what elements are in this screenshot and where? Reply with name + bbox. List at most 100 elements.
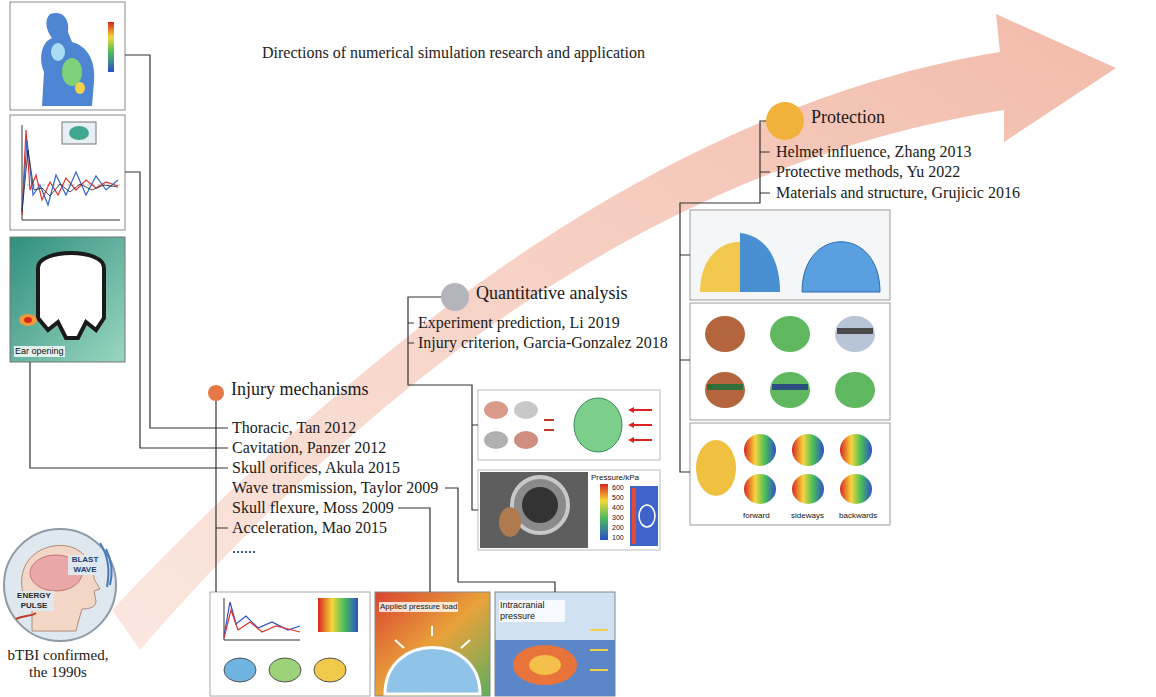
- brain-core: [529, 655, 561, 675]
- figure-label: Ear opening: [14, 346, 65, 357]
- scale-value: 500: [611, 493, 625, 502]
- pressure-head: [840, 474, 872, 504]
- reference-item: Materials and structure, Grujicic 2016: [776, 183, 1020, 203]
- reference-item: Protective methods, Yu 2022: [776, 162, 960, 182]
- pressure-hotspot: [24, 317, 32, 323]
- strain-zone: [62, 58, 82, 86]
- pressure-head: [744, 474, 776, 504]
- brain-model: [269, 658, 301, 682]
- bracket-tick: [680, 152, 770, 360]
- shock-tube-panel: [478, 470, 660, 550]
- contour-map: [318, 598, 358, 632]
- head-model: [574, 398, 622, 452]
- pressure-curve: [22, 150, 118, 212]
- brain-view: [484, 401, 508, 419]
- brain-view: [514, 401, 538, 419]
- goggle-band: [837, 328, 873, 334]
- reference-item: Helmet influence, Zhang 2013: [776, 142, 972, 162]
- phase-dot: [208, 385, 224, 401]
- head-variant: [770, 316, 810, 352]
- phase-node: Injury mechanisms: [208, 385, 368, 401]
- plot-axes: [224, 598, 300, 640]
- reference-item: Wave transmission, Taylor 2009: [232, 478, 438, 498]
- bracket-tick: [216, 428, 228, 528]
- reference-item: Thoracic, Tan 2012: [232, 418, 356, 438]
- reference-item: Skull orifices, Akula 2015: [232, 458, 400, 478]
- pressure-head: [792, 434, 824, 466]
- scale-value: 300: [611, 513, 625, 522]
- reference-item: Injury criterion, Garcia-Gonzalez 2018: [418, 333, 668, 353]
- head-model: [696, 440, 736, 496]
- pressure-hotspot: [19, 314, 37, 326]
- torso-model: [41, 13, 94, 106]
- circle-ground: [4, 529, 116, 641]
- brain-model: [314, 658, 346, 682]
- head-variant: [705, 316, 745, 352]
- leader-line: [125, 55, 216, 428]
- figure-label: Pressure/kPa: [590, 473, 640, 483]
- acceleration-panel: [210, 592, 370, 696]
- inset-frame: [62, 122, 96, 144]
- helmet-shell: [802, 242, 880, 292]
- pressure-field: [630, 486, 658, 546]
- brain-composite-panel: [478, 390, 660, 460]
- phase-heading: Injury mechanisms: [231, 378, 368, 400]
- head-variant: [835, 372, 875, 408]
- pressure-head: [840, 434, 872, 466]
- skull-orifice-panel: [10, 237, 125, 362]
- combine-symbol: [544, 420, 554, 430]
- leader-line: [125, 172, 216, 448]
- tube-bore: [522, 487, 558, 523]
- load-arrows: [395, 626, 470, 648]
- head-variant: [705, 372, 745, 408]
- scale-value: 200: [611, 523, 625, 532]
- head-outline: [639, 505, 655, 527]
- node-caption: bTBI confirmed, the 1990s: [0, 647, 118, 681]
- circle-outline: [2, 527, 118, 643]
- blast-arrowheads: [628, 407, 634, 443]
- acceleration-curve: [224, 610, 300, 638]
- reference-item: Cavitation, Panzer 2012: [232, 438, 386, 458]
- scale-value: 600: [611, 483, 625, 492]
- brain-section: [513, 645, 577, 685]
- leader-line: [30, 362, 216, 468]
- skull-flexure-panel: [375, 592, 490, 696]
- shock-tube-photo: [480, 472, 588, 548]
- strain-zone: [51, 43, 65, 61]
- phase-dot: [441, 283, 469, 311]
- diagram-title: Directions of numerical simulation resea…: [262, 44, 645, 62]
- color-bar: [600, 484, 608, 540]
- figure-label: sideways: [790, 511, 825, 521]
- figure-label: forward: [742, 511, 771, 521]
- phase-heading: Quantitative analysis: [476, 282, 627, 304]
- brain-view: [514, 431, 538, 449]
- energy-pulse-line: [16, 613, 36, 619]
- phase-node: Quantitative analysis: [441, 283, 627, 311]
- arrow-band: [112, 14, 1116, 650]
- phase-dot: [766, 102, 804, 140]
- skull-arc: [385, 648, 480, 695]
- intracranial-panel: [495, 592, 615, 696]
- scale-value: 100: [611, 533, 625, 542]
- goggle-band: [707, 384, 743, 390]
- reference-item: Experiment prediction, Li 2019: [418, 313, 620, 333]
- strain-zone: [75, 82, 85, 94]
- scale-value: 400: [611, 503, 625, 512]
- illustration-label: ENERGY PULSE: [14, 591, 54, 611]
- reference-item: Acceleration, Mao 2015: [232, 518, 387, 538]
- pressure-curve: [22, 140, 118, 210]
- leader-line: [398, 508, 430, 592]
- goggle-band: [772, 384, 808, 390]
- wave-arrows: [590, 630, 608, 670]
- head-variant: [770, 372, 810, 408]
- pressure-head: [744, 434, 776, 466]
- head-pressure-panel: [690, 423, 890, 525]
- surrogate-head: [499, 507, 521, 537]
- inset-brain: [69, 126, 89, 140]
- figure-label: Applied pressure load: [379, 602, 458, 612]
- reference-item: Skull flexure, Moss 2009: [232, 498, 394, 518]
- figure-label: Intracranial pressure: [499, 600, 565, 622]
- phase-node: Protection: [766, 102, 885, 140]
- phase-heading: Protection: [811, 106, 885, 128]
